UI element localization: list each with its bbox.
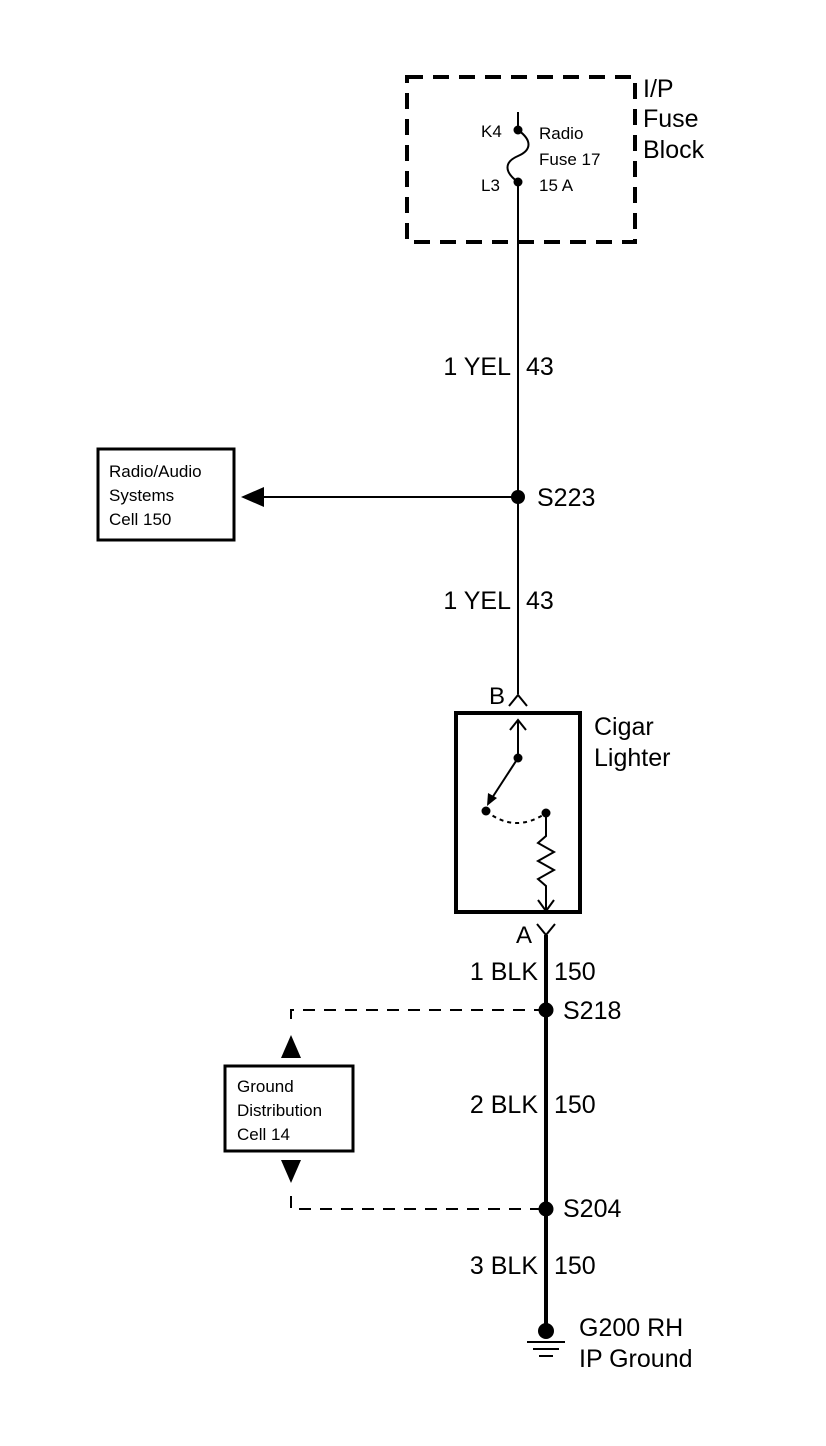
connector-b-icon: [508, 693, 528, 707]
connector-a-label: A: [516, 922, 532, 949]
splice-s218-label: S218: [563, 997, 621, 1025]
fuse-rating-label: 15 A: [539, 176, 574, 195]
ground-box-line-2: Distribution: [237, 1101, 322, 1120]
splice-s223-label: S223: [537, 484, 595, 512]
ground-label-line-2: IP Ground: [579, 1345, 693, 1373]
fuse-pin-l3-label: L3: [481, 176, 500, 195]
splice-s204-label: S204: [563, 1195, 621, 1223]
ground-box-line-1: Ground: [237, 1077, 294, 1096]
radio-box-line-1: Radio/Audio: [109, 462, 202, 481]
splice-s204-dot: [538, 1201, 554, 1217]
wire-lower3-color-label: 3 BLK: [470, 1252, 538, 1280]
fuse-name-label: Radio: [539, 124, 583, 143]
component-name-line-1: Cigar: [594, 713, 654, 741]
arrow-down-icon: [281, 1160, 301, 1183]
fuse-block-title-1: I/P: [643, 75, 674, 103]
switch-blade: [491, 757, 519, 799]
radio-box-line-2: Systems: [109, 486, 174, 505]
wire-lower3-circuit-label: 150: [554, 1252, 596, 1280]
ground-distribution-box: [223, 1064, 355, 1153]
ground-point-dot: [538, 1323, 554, 1339]
connector-b-label: B: [489, 683, 505, 710]
fuse-block-outline: [405, 75, 637, 244]
ground-branch-top-dashed: [290, 1009, 546, 1022]
component-name-line-2: Lighter: [594, 744, 670, 772]
wire-upper-circuit-label: 43: [526, 353, 554, 381]
switch-travel-arc: [485, 810, 547, 824]
switch-arrow-icon: [487, 793, 497, 806]
ground-label-line-1: G200 RH: [579, 1314, 683, 1342]
fuse-block-title-2: Fuse: [643, 105, 699, 133]
ground-branch-bottom-dashed: [290, 1196, 546, 1210]
fuse-block-title-3: Block: [643, 136, 705, 164]
arrow-left-icon: [241, 487, 264, 507]
ground-box-line-3: Cell 14: [237, 1125, 290, 1144]
arrow-up-icon: [281, 1035, 301, 1058]
wire-upper-color-label: 1 YEL: [443, 353, 511, 381]
ground-symbol-icon: [527, 1341, 565, 1357]
fuse-icon: [506, 129, 530, 183]
radio-audio-box: [96, 447, 236, 542]
wire-lower1-circuit-label: 150: [554, 958, 596, 986]
cigar-lighter-box: [454, 711, 582, 914]
fuse-number-label: Fuse 17: [539, 150, 600, 169]
heater-resistor-icon: [535, 813, 557, 912]
connector-a-icon: [536, 923, 556, 937]
wire-lower2-color-label: 2 BLK: [470, 1091, 538, 1119]
radio-box-line-3: Cell 150: [109, 510, 171, 529]
wire-lower2-circuit-label: 150: [554, 1091, 596, 1119]
wire-middle-circuit-label: 43: [526, 587, 554, 615]
terminal-arrow-down-icon: [537, 899, 555, 913]
wire-middle-color-label: 1 YEL: [443, 587, 511, 615]
wire-lower1-color-label: 1 BLK: [470, 958, 538, 986]
fuse-pin-k4-label: K4: [481, 122, 502, 141]
